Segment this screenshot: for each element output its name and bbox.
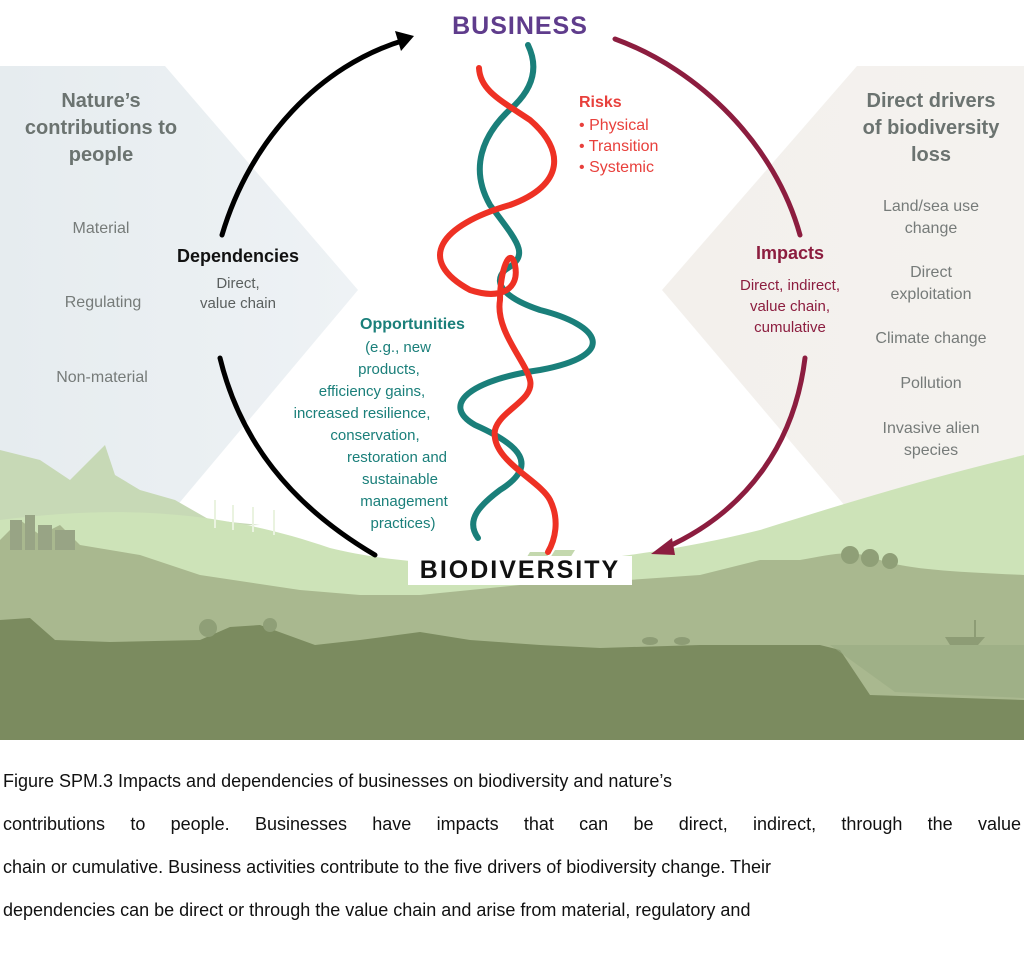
opportunities-line: (e.g., new <box>365 339 431 356</box>
impacts-line: value chain, <box>749 298 831 315</box>
caption-line: contributions to people. Businesses have… <box>3 814 1021 834</box>
driver-line: exploitation <box>890 286 972 303</box>
impacts-arrowhead-icon <box>651 538 675 555</box>
risks-list: • Physical • Transition • Systemic <box>579 115 658 178</box>
figure-graphic <box>0 31 1024 740</box>
fishing-boat-icon <box>945 620 985 645</box>
opportunities-title: Opportunities <box>360 316 465 333</box>
impacts-title: Impacts <box>755 243 825 263</box>
opportunities-line: restoration and <box>346 449 448 466</box>
right-panel-title-line: Direct drivers <box>866 90 996 112</box>
left-panel-title-line: contributions to <box>24 117 178 139</box>
biodiversity-business-figure: BUSINESS BIODIVERSITY Nature’s contribut… <box>0 12 1024 740</box>
opportunities-description: (e.g., new products, efficiency gains, i… <box>262 337 462 535</box>
opportunities-line: sustainable <box>362 471 438 488</box>
trees-icon <box>199 546 898 637</box>
livestock-icon <box>642 637 690 645</box>
left-panel-title-line: Nature’s <box>61 90 141 112</box>
impacts-arrow-lower <box>662 355 808 551</box>
right-panel-title: Direct drivers of biodiversity loss <box>836 88 1024 169</box>
impacts-line: Direct, indirect, <box>739 277 841 294</box>
risk-item-transition: • Transition <box>579 136 658 157</box>
opportunities-line: increased resilience, <box>293 405 431 422</box>
caption-line: Figure SPM.3 Impacts and dependencies of… <box>3 771 673 791</box>
right-panel-title-line: loss <box>910 144 952 166</box>
dependencies-title: Dependencies <box>176 246 300 266</box>
opportunity-strand <box>457 42 596 541</box>
dependencies-description: Direct, value chain <box>148 274 328 314</box>
caption-line: dependencies can be direct or through th… <box>3 900 751 920</box>
driver-line: Invasive alien <box>882 420 980 437</box>
risk-item-label: Transition <box>588 138 659 155</box>
ncp-item-material: Material <box>72 220 130 237</box>
bullet-icon: • <box>579 117 585 134</box>
impacts-line: cumulative <box>754 319 826 336</box>
driver-line: Direct <box>910 264 952 281</box>
dependencies-arrow-upper <box>219 37 408 238</box>
figure-caption: Figure SPM.3 Impacts and dependencies of… <box>3 760 1021 932</box>
risk-item-label: Systemic <box>589 159 654 176</box>
bullet-icon: • <box>579 159 585 176</box>
right-panel-background <box>662 66 1024 520</box>
landscape-mountains <box>0 445 260 530</box>
driver-pollution: Pollution <box>836 373 1024 395</box>
risk-item-physical: • Physical <box>579 115 658 136</box>
landscape-dark-band <box>0 618 1024 740</box>
opportunities-line: practices) <box>370 515 436 532</box>
city-silhouette-icon <box>10 515 75 550</box>
driver-line: change <box>904 220 958 237</box>
wind-turbines-icon <box>214 500 275 535</box>
driver-line: Land/sea use <box>882 198 980 215</box>
opportunities-line: products, <box>358 361 420 378</box>
dependencies-arrowhead-icon <box>395 31 414 51</box>
impacts-arrow-upper <box>612 36 803 238</box>
dependencies-arrow-lower <box>217 355 378 558</box>
ncp-item-non-material: Non-material <box>56 369 148 386</box>
right-panel-title-line: of biodiversity <box>862 117 1000 139</box>
risk-item-label: Physical <box>589 117 649 134</box>
driver-line: Pollution <box>900 375 962 392</box>
dependencies-line: value chain <box>200 295 276 312</box>
caption-line: chain or cumulative. Business activities… <box>3 857 772 877</box>
business-label: BUSINESS <box>452 12 588 40</box>
bullet-icon: • <box>579 138 585 155</box>
driver-direct-exploitation: Direct exploitation <box>836 262 1024 306</box>
impacts-description: Direct, indirect, value chain, cumulativ… <box>720 275 860 338</box>
driver-line: species <box>903 442 959 459</box>
biodiversity-label: BIODIVERSITY <box>408 556 632 585</box>
opportunities-line: management <box>360 493 448 510</box>
left-panel-title: Nature’s contributions to people <box>0 88 202 169</box>
opportunities-line: conservation, <box>330 427 420 444</box>
opportunities-line: efficiency gains, <box>318 383 426 400</box>
risk-item-systemic: • Systemic <box>579 157 658 178</box>
driver-invasive-alien-species: Invasive alien species <box>836 418 1024 462</box>
left-panel-background <box>0 66 358 520</box>
dependencies-line: Direct, <box>216 275 260 292</box>
left-panel-title-line: people <box>68 144 134 166</box>
driver-line: Climate change <box>875 330 987 347</box>
driver-climate-change: Climate change <box>836 328 1024 350</box>
ncp-item-regulating: Regulating <box>64 294 142 311</box>
risk-strand <box>437 65 559 555</box>
driver-land-sea-use-change: Land/sea use change <box>836 196 1024 240</box>
landscape-water <box>830 645 1024 698</box>
risks-title: Risks <box>579 94 622 111</box>
